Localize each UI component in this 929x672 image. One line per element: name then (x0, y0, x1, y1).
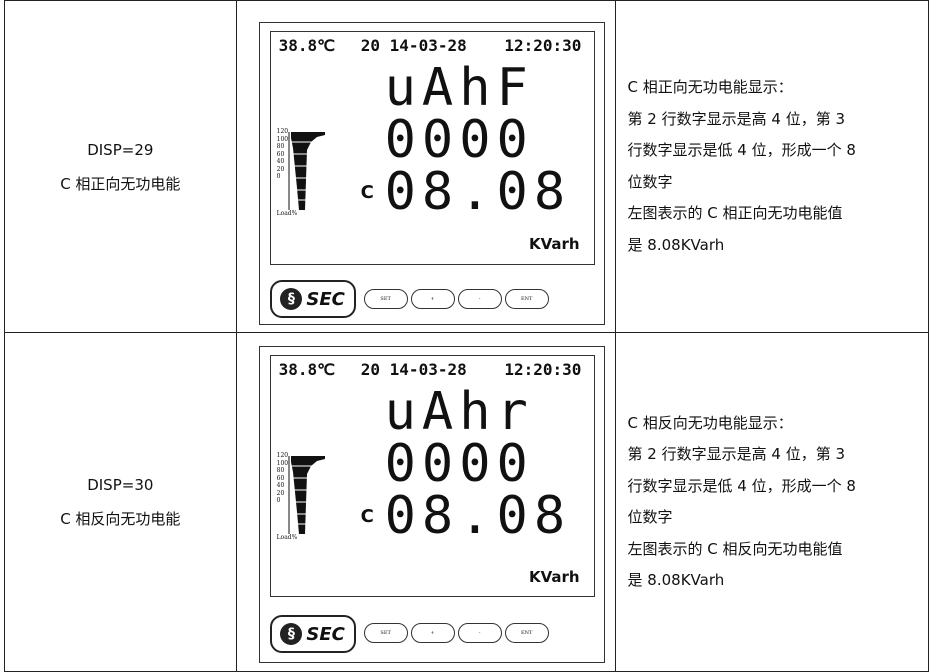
scale-tick: 20 (276, 489, 285, 497)
lcd-screen: 38.8℃ 20 14-03-28 12:20:30 uAhF 0000 C 0… (269, 31, 595, 265)
desc-line: 是 8.08KVarh (627, 571, 725, 589)
desc-line: 左图表示的 C 相正向无功电能值 (627, 204, 843, 222)
unit-label: KVarh (529, 235, 580, 253)
mode-cell: DISP=29 C 相正向无功电能 (4, 0, 237, 333)
lcd-line-1: uAhr (384, 382, 534, 442)
date-readout: 20 14-03-28 (360, 360, 467, 379)
lcd-line-2: 0000 (384, 434, 534, 494)
scale-tick: 100 (276, 135, 289, 143)
sec-logo-icon: § (280, 623, 303, 645)
scale-tick: 40 (276, 482, 285, 489)
scale-tick: 120 (276, 128, 289, 135)
load-label: Load% (276, 534, 298, 541)
scale-tick: 0 (276, 173, 281, 180)
time-readout: 12:20:30 (504, 36, 582, 55)
desc-line: 是 8.08KVarh (627, 235, 725, 254)
lcd-status-row: 38.8℃ 20 14-03-28 12:20:30 (279, 360, 582, 379)
desc-line: C 相反向无功电能显示： (627, 413, 793, 432)
logo-text: SEC (306, 288, 345, 310)
table-row: DISP=30 C 相反向无功电能 38.8℃ 20 14-03-28 12:2… (4, 332, 929, 672)
lcd-status-row: 38.8℃ 20 14-03-28 12:20:30 (279, 36, 582, 55)
date-readout: 20 14-03-28 (360, 36, 467, 55)
scale-tick: 60 (276, 150, 285, 158)
load-label: Load% (276, 210, 298, 217)
scale-tick: 100 (276, 459, 289, 467)
load-bargraph: 120 100 80 60 40 20 0 (277, 452, 357, 542)
minus-button: - (457, 623, 502, 643)
scale-tick: 0 (276, 497, 281, 504)
sec-logo: § SEC (269, 615, 356, 653)
phase-indicator: C (360, 506, 374, 527)
description-cell: C 相反向无功电能显示： 第 2 行数字显示是高 4 位，第 3 行数字显示是低… (614, 332, 929, 672)
lcd-screen: 38.8℃ 20 14-03-28 12:20:30 uAhr 0000 C 0… (269, 355, 595, 597)
temperature-readout: 38.8℃ (278, 36, 336, 55)
lcd-line-3: 08.08 (384, 486, 572, 546)
load-bars-graphic (288, 132, 325, 210)
scale-tick: 40 (276, 158, 285, 165)
load-bargraph: 120 100 80 60 40 20 0 (277, 128, 357, 218)
desc-line: 行数字显示是低 4 位，形成一个 8 (627, 476, 856, 495)
enter-button: ENT (504, 623, 549, 643)
desc-line: 左图表示的 C 相反向无功电能值 (627, 539, 843, 558)
mode-cell: DISP=30 C 相反向无功电能 (4, 332, 237, 672)
meter-image-cell: 38.8℃ 20 14-03-28 12:20:30 uAhF 0000 C 0… (235, 0, 616, 333)
disp-code: DISP=30 (87, 476, 154, 494)
sec-logo-icon: § (280, 288, 303, 310)
set-button: SET (363, 289, 408, 309)
description-cell: C 相正向无功电能显示： 第 2 行数字显示是高 4 位，第 3 行数字显示是低… (614, 0, 929, 333)
meter-image-cell: 38.8℃ 20 14-03-28 12:20:30 uAhr 0000 C 0… (235, 332, 616, 672)
mode-name: C 相反向无功电能 (60, 510, 181, 528)
sec-logo: § SEC (269, 280, 356, 318)
plus-button: + (410, 289, 455, 309)
logo-text: SEC (306, 623, 345, 645)
lcd-line-3: 08.08 (384, 162, 572, 222)
phase-indicator: C (360, 182, 374, 203)
desc-line: 位数字 (627, 508, 673, 526)
load-bars-graphic (288, 456, 325, 534)
set-button: SET (363, 623, 408, 643)
meter-panel: 38.8℃ 20 14-03-28 12:20:30 uAhr 0000 C 0… (258, 346, 605, 663)
display-mode-table: DISP=29 C 相正向无功电能 38.8℃ 20 14-03-28 12:2… (4, 0, 929, 672)
desc-line: C 相正向无功电能显示： (627, 78, 793, 96)
scale-tick: 80 (276, 143, 285, 150)
mode-name: C 相正向无功电能 (60, 174, 181, 193)
load-scale: 120 100 80 60 40 20 0 (277, 128, 288, 181)
scale-tick: 20 (276, 165, 285, 173)
load-scale: 120 100 80 60 40 20 0 (277, 452, 288, 505)
minus-button: - (457, 289, 502, 309)
meter-panel: 38.8℃ 20 14-03-28 12:20:30 uAhF 0000 C 0… (258, 22, 605, 325)
unit-label: KVarh (529, 568, 580, 586)
disp-code: DISP=29 (87, 140, 154, 159)
desc-line: 位数字 (627, 172, 673, 191)
desc-line: 第 2 行数字显示是高 4 位，第 3 (627, 445, 846, 463)
time-readout: 12:20:30 (504, 360, 582, 379)
lcd-line-1: uAhF (384, 58, 534, 118)
meter-buttons: SET + - ENT (363, 623, 549, 643)
desc-line: 行数字显示是低 4 位，形成一个 8 (627, 141, 856, 159)
meter-buttons: SET + - ENT (363, 289, 549, 309)
temperature-readout: 38.8℃ (278, 360, 336, 379)
scale-tick: 120 (276, 452, 289, 459)
scale-tick: 60 (276, 474, 285, 482)
enter-button: ENT (504, 289, 549, 309)
desc-line: 第 2 行数字显示是高 4 位，第 3 (627, 109, 846, 128)
plus-button: + (410, 623, 455, 643)
lcd-line-2: 0000 (384, 110, 534, 170)
scale-tick: 80 (276, 467, 285, 474)
table-row: DISP=29 C 相正向无功电能 38.8℃ 20 14-03-28 12:2… (4, 0, 929, 333)
